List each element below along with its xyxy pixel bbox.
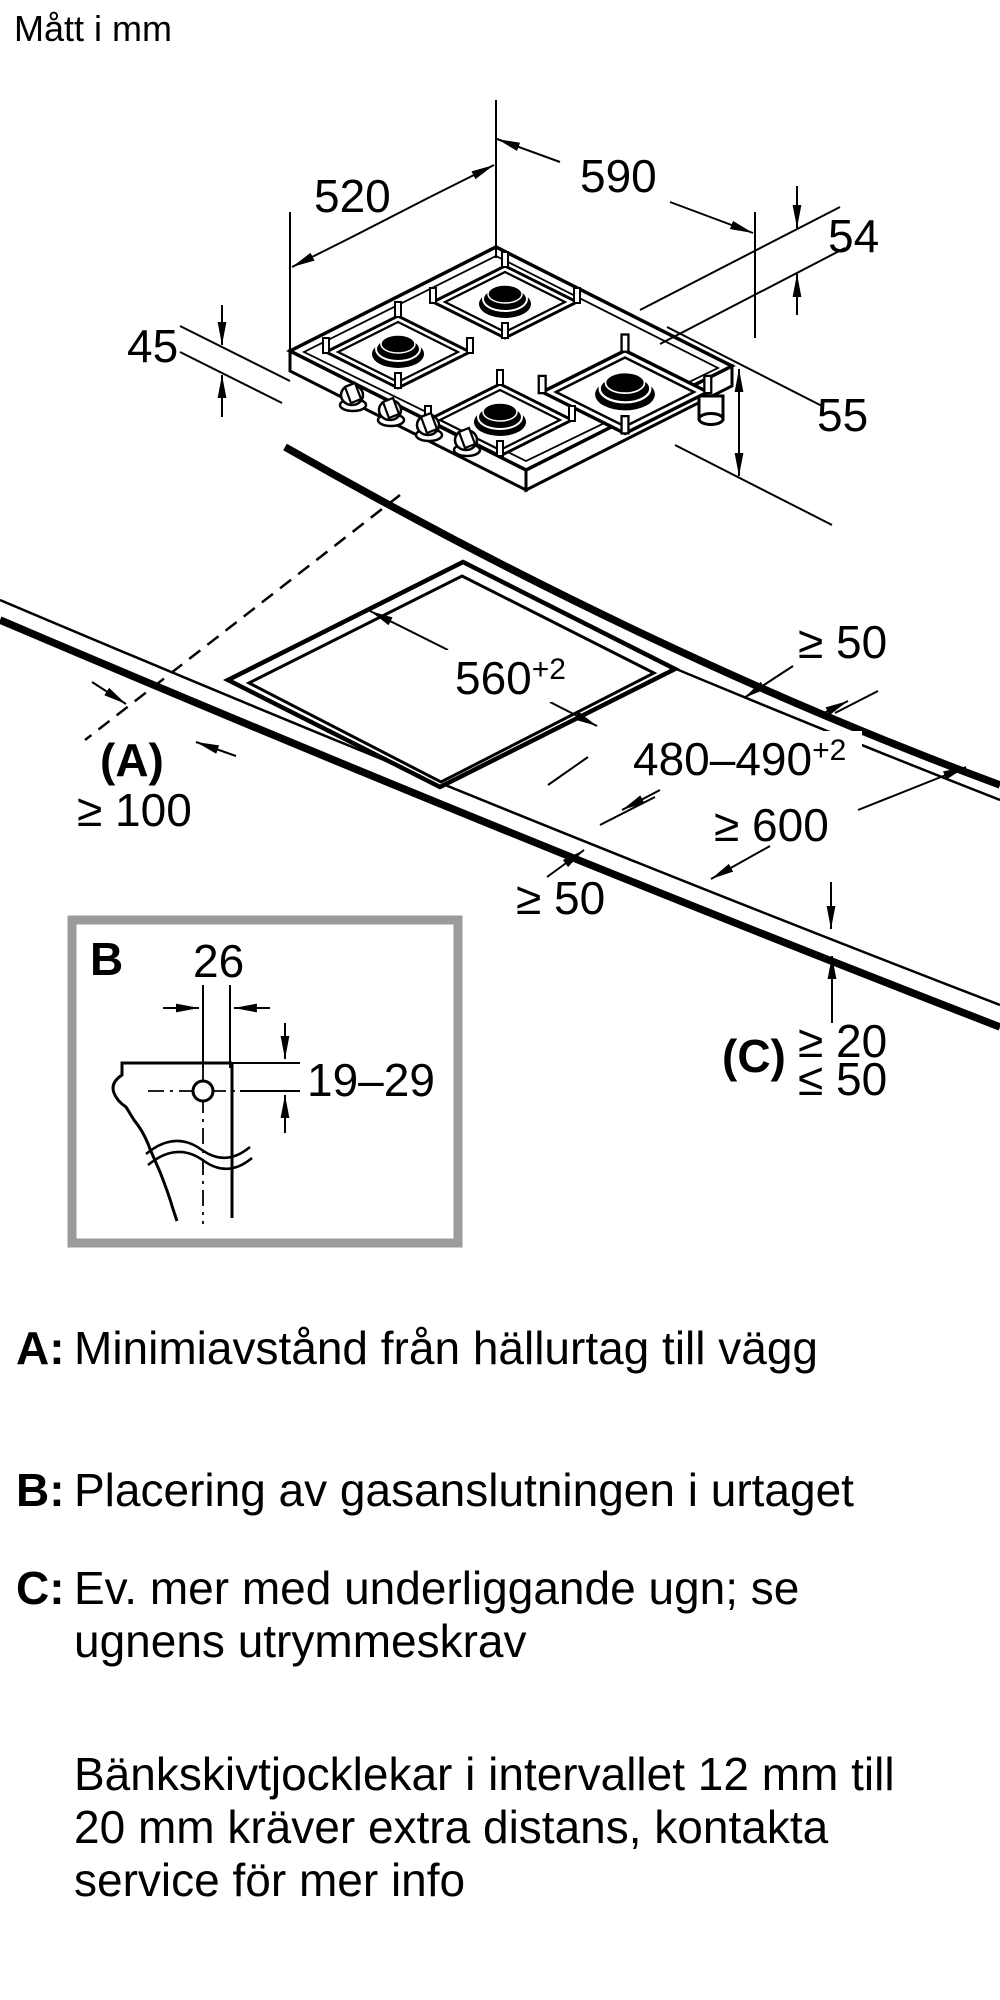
dim-45-ref-line-1 (179, 325, 291, 382)
page-title: Mått i mm (14, 8, 172, 49)
break-line-2 (147, 1150, 253, 1170)
dim-480-ext-line-2 (834, 690, 879, 714)
label-590-bg (568, 150, 670, 200)
gas-connection-pipe (697, 394, 725, 426)
label-wall-clearance: ≥ 100 (77, 784, 192, 836)
dim-560-arrow-left (369, 610, 449, 651)
legend-row-b: B:Placering av gasanslutningen i urtaget (16, 1464, 854, 1517)
dim-55-ref-line-1 (666, 326, 823, 407)
dim-worktop-depth-arrow-2 (857, 766, 967, 811)
worktop-dimensions (91, 610, 967, 1023)
label-55: 55 (817, 389, 868, 441)
label-560: 560+2 (455, 652, 566, 704)
label-detail-b: B (90, 933, 123, 985)
hob-top-plate-rim (301, 254, 721, 463)
dim-front-clearance-arrow (546, 849, 585, 878)
dim-rear-clearance-arrow (743, 665, 794, 699)
dim-a-arrow-2 (195, 741, 237, 757)
label-560-bg (446, 650, 582, 702)
detail-box-border (67, 915, 463, 1248)
break-line-1 (145, 1139, 251, 1159)
dim-480-arrow-left (621, 789, 661, 811)
label-480-bg (624, 731, 862, 783)
dim-ext-line (547, 756, 589, 786)
dim-worktop-depth-arrow-1 (710, 845, 771, 880)
dim-55-ref-line-2 (674, 444, 833, 526)
legend-row-a: A:Minimiavstånd från hällurtag till vägg (16, 1322, 818, 1375)
gas-connection-hole (191, 1079, 215, 1103)
label-590: 590 (580, 150, 657, 202)
label-below-min: ≥ 20 (798, 1015, 887, 1067)
worktop-thickness-note: Bänkskivtjocklekar i intervallet 12 mm t… (74, 1748, 895, 1906)
dim-54-ref-line-2 (659, 247, 846, 345)
hob-dimensions (179, 100, 846, 526)
worktop-front-edge-line (0, 598, 1000, 1007)
dim-480-ext-line-1 (599, 796, 656, 826)
label-54: 54 (828, 210, 879, 262)
label-front-clearance: ≥ 50 (516, 872, 605, 924)
label-below-max: ≤ 50 (798, 1053, 887, 1105)
wall-edge-line (283, 443, 1000, 789)
legend-key-a: A: (16, 1322, 65, 1374)
label-c: (C) (722, 1030, 786, 1082)
legend-text-b: Placering av gasanslutningen i urtaget (74, 1464, 854, 1516)
label-45: 45 (127, 320, 178, 372)
dim-45-ref-line-2 (179, 351, 283, 404)
projection-dashed-line (84, 494, 401, 741)
legend-key-b: B: (16, 1464, 65, 1516)
dim-480-arrow-right (819, 700, 849, 716)
hob-drawing (286, 245, 736, 493)
label-worktop-depth: ≥ 600 (714, 799, 829, 851)
dim-560-arrow-right (549, 701, 598, 727)
dimension-drawing: 520 590 54 55 45 560+2 480–490+2 ≥ 50 ≥ … (0, 100, 1000, 1248)
cutout-inner-edge (245, 574, 658, 784)
label-520: 520 (314, 170, 391, 222)
label-rear-clearance: ≥ 50 (798, 616, 887, 668)
dim-520-arrow-left (291, 237, 351, 268)
label-a: (A) (100, 734, 164, 786)
dim-54-ref-line-1 (639, 206, 841, 311)
worktop-front-apron-line (0, 616, 1000, 1031)
dim-a-arrow-1 (91, 681, 127, 705)
dim-590-arrow-left (496, 138, 561, 163)
label-480-490: 480–490+2 (633, 733, 846, 785)
dimension-labels: 520 590 54 55 45 560+2 480–490+2 ≥ 50 ≥ … (77, 150, 887, 1106)
label-19-29: 19–29 (307, 1054, 435, 1106)
dim-520-line (349, 196, 431, 239)
dim-590-arrow-right (669, 201, 754, 234)
worktop-section-profile (111, 1061, 232, 1222)
detail-box-b (67, 915, 463, 1248)
legend-text-a: Minimiavstånd från hällurtag till vägg (74, 1322, 819, 1374)
legend-key-c: C: (16, 1562, 65, 1614)
label-26: 26 (193, 935, 244, 987)
dim-520-arrow-right (429, 164, 495, 198)
